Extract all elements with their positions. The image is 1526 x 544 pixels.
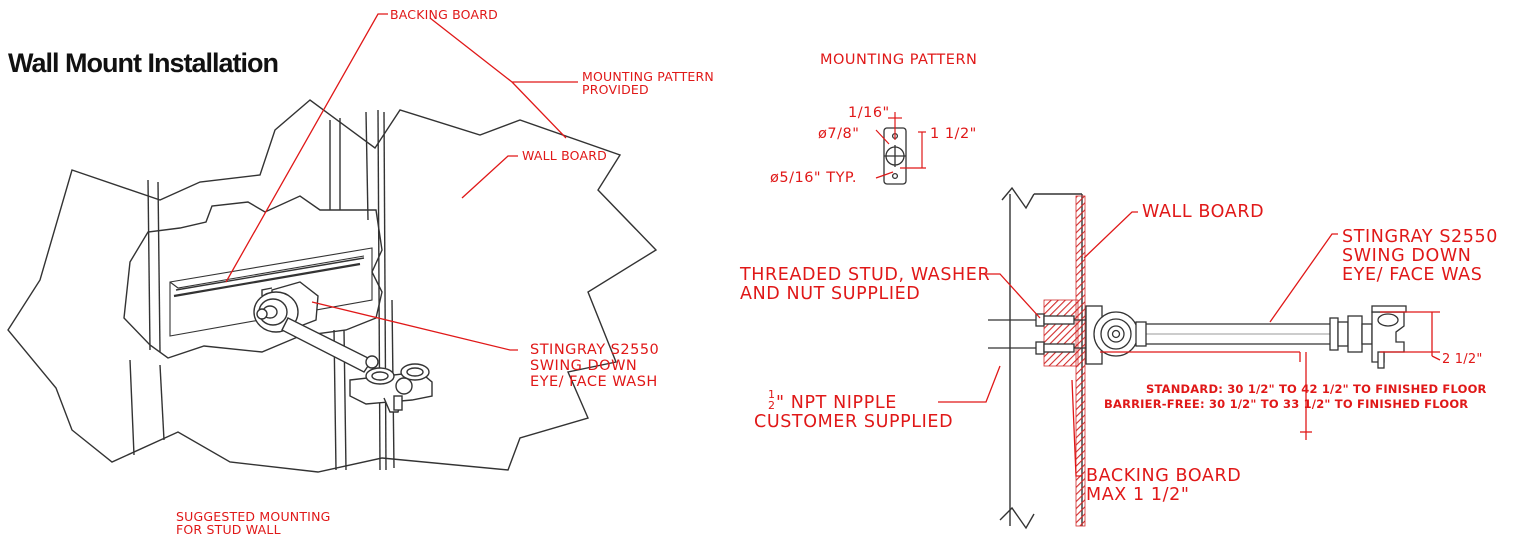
- label-wall-board-right: WALL BOARD: [1142, 202, 1265, 222]
- dim-center-hole: ø7/8": [818, 126, 860, 142]
- mounting-pattern-dimensions: [875, 112, 926, 179]
- left-leader-lines: [225, 13, 578, 351]
- nipple-fraction-denominator: 2: [768, 399, 775, 412]
- mounting-pattern-heading: MOUNTING PATTERN: [820, 52, 978, 68]
- eyewash-section: [988, 305, 1407, 369]
- label-npt-nipple: " NPT NIPPLE: [776, 393, 897, 413]
- page-title: Wall Mount Installation: [8, 48, 279, 78]
- backing-board-hatch: [1043, 299, 1079, 367]
- label-customer-supplied: CUSTOMER SUPPLIED: [754, 412, 954, 432]
- dim-one-sixteenth: 1/16": [848, 105, 890, 121]
- stud-wall-illustration: [7, 99, 658, 473]
- right-leader-lines: [938, 211, 1441, 477]
- height-standard: STANDARD: 30 1/2" TO 42 1/2" TO FINISHED…: [1146, 382, 1487, 396]
- height-barrier-free: BARRIER-FREE: 30 1/2" TO 33 1/2" TO FINI…: [1104, 397, 1469, 411]
- dim-mounting-holes: ø5/16" TYP.: [770, 170, 858, 186]
- label-backing-board-left: BACKING BOARD: [390, 7, 498, 22]
- label-wall-board-left: WALL BOARD: [522, 148, 607, 163]
- dim-pattern-height: 1 1/2": [930, 126, 977, 142]
- nipple-fraction-numerator: 1: [768, 388, 775, 401]
- dim-offset: 2 1/2": [1442, 352, 1483, 367]
